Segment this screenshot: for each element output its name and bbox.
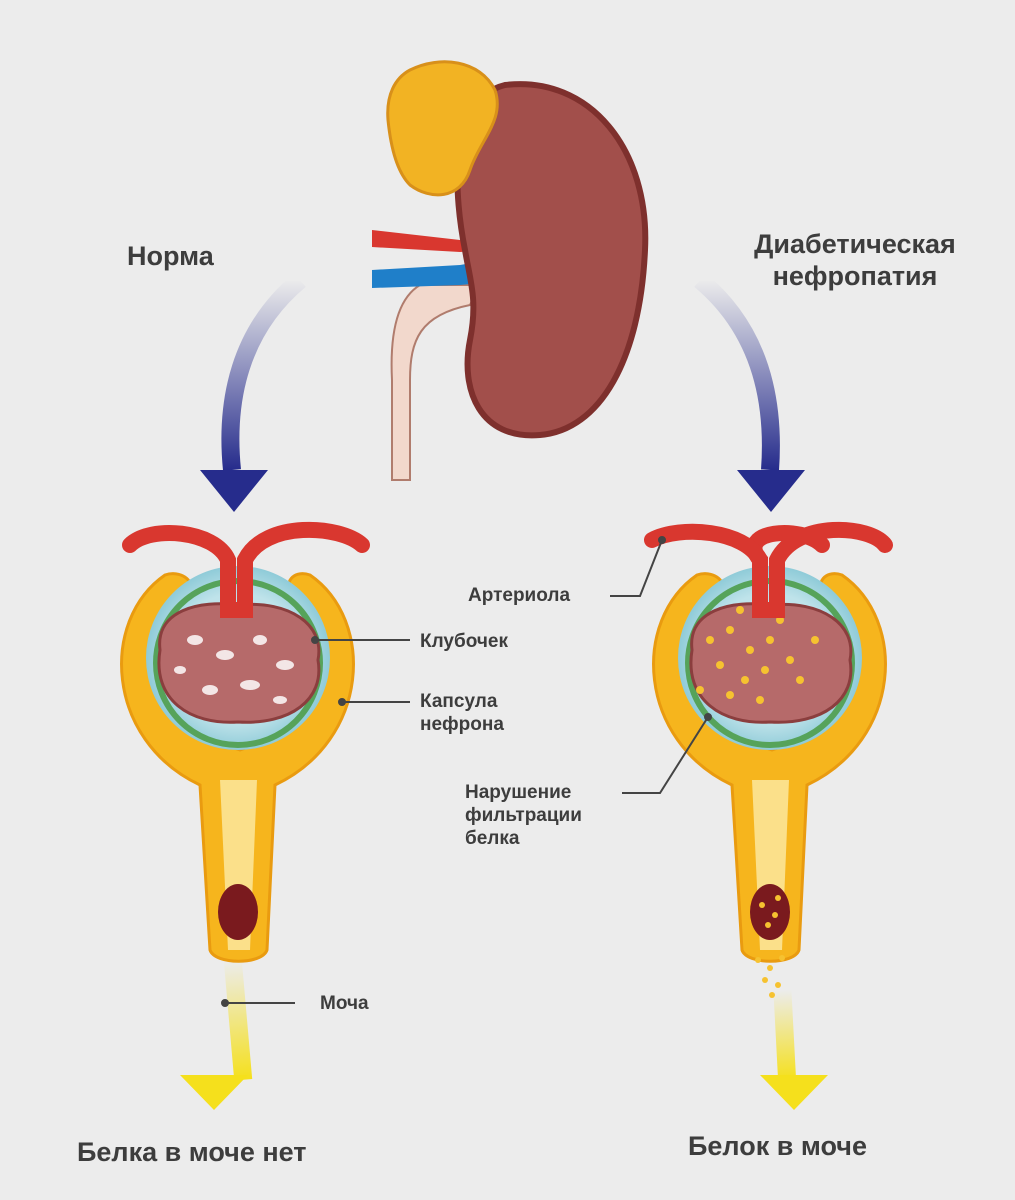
kidney	[454, 81, 649, 439]
nephron-diabetic	[644, 521, 893, 1110]
ureter	[390, 284, 482, 481]
arteriole-right	[644, 523, 768, 568]
label-filtration-line1: Нарушение	[465, 782, 572, 803]
label-glomerulus: Клубочек	[420, 631, 508, 652]
adrenal-gland	[386, 60, 499, 197]
label-diabetic: Диабетическая нефропатия	[720, 228, 990, 292]
arrow-diabetic-head	[737, 470, 805, 512]
label-protein: Белок в моче	[688, 1131, 867, 1161]
label-no-protein: Белка в моче нет	[77, 1137, 307, 1167]
kidney-illustration	[372, 60, 649, 481]
label-filtration-line3: белка	[465, 828, 520, 849]
protein-particles	[696, 606, 819, 704]
label-diabetic-line2: нефропатия	[772, 261, 938, 291]
glomerulus	[157, 602, 321, 724]
label-arteriole: Артериола	[468, 585, 571, 606]
label-capsule-line2: нефрона	[420, 714, 504, 735]
label-filtration: Нарушение фильтрации белка	[465, 781, 582, 850]
label-filtration-line2: фильтрации	[465, 805, 582, 826]
label-capsule: Капсула нефрона	[420, 690, 504, 736]
label-normal: Норма	[127, 241, 214, 271]
nephron-normal	[120, 521, 370, 1110]
artery	[372, 230, 490, 252]
arrow-normal	[221, 273, 306, 471]
arteriole-left	[122, 521, 370, 618]
label-diabetic-line1: Диабетическая	[754, 229, 956, 259]
urine-drop	[218, 884, 258, 940]
arrow-normal-head	[200, 470, 268, 512]
vein	[372, 260, 492, 288]
label-urine: Моча	[320, 993, 369, 1014]
arrow-diabetic	[694, 273, 780, 471]
label-capsule-line1: Капсула	[420, 691, 498, 712]
